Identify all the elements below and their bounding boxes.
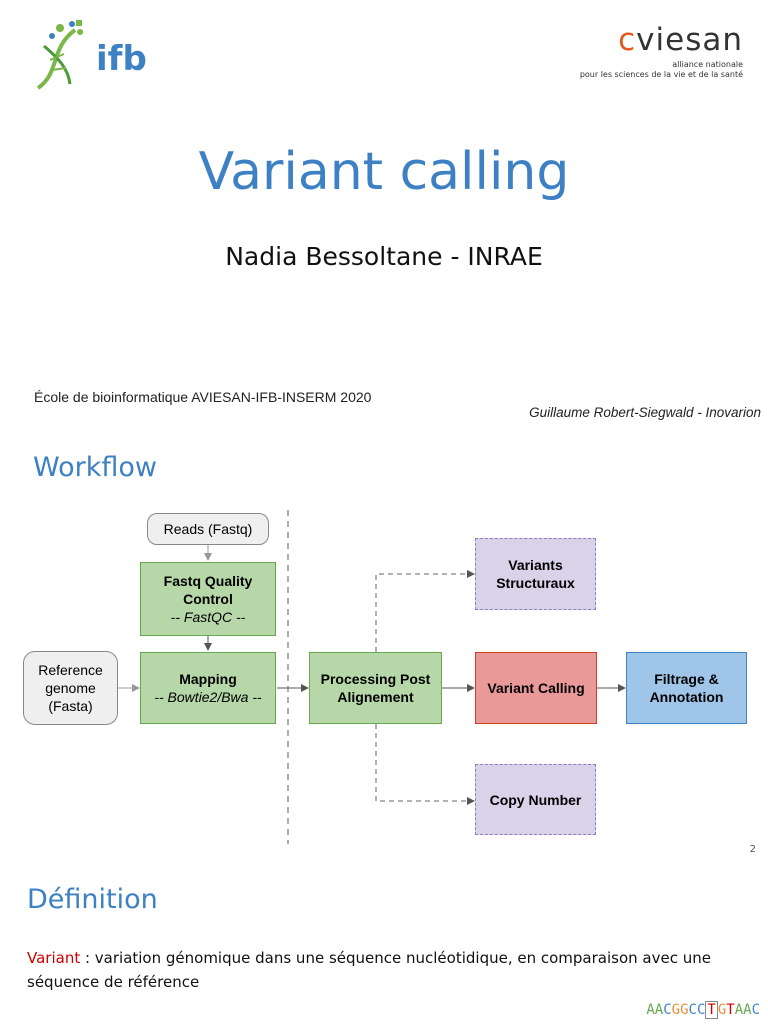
workflow-title: Workflow — [33, 452, 157, 483]
node-reference-label: Reference genome (Fasta) — [38, 662, 103, 714]
node-reads-label: Reads (Fastq) — [163, 521, 253, 537]
school-name: École de bioinformatique AVIESAN-IFB-INS… — [34, 389, 372, 405]
node-mapping: Mapping -- Bowtie2/Bwa -- — [140, 652, 276, 724]
node-fastqc-title: Fastq Quality Control — [163, 573, 253, 607]
nucleotide: T — [726, 1002, 735, 1018]
page-number: 2 — [749, 844, 756, 855]
node-mapping-tool: -- Bowtie2/Bwa -- — [154, 689, 262, 705]
nucleotide: C — [696, 1002, 706, 1018]
nucleotide: A — [654, 1002, 664, 1018]
nucleotide: A — [743, 1002, 752, 1018]
nucleotide: C — [663, 1002, 672, 1018]
aviesan-tagline-1: alliance nationale — [672, 60, 743, 69]
node-variants-structuraux-label: Variants Structuraux — [496, 557, 575, 591]
definition-keyword: Variant — [27, 949, 81, 967]
node-fastqc-tool: -- FastQC -- — [170, 609, 246, 625]
definition-title: Définition — [27, 884, 158, 915]
nucleotide: G — [717, 1002, 727, 1018]
node-fastqc: Fastq Quality Control -- FastQC -- — [140, 562, 276, 636]
nucleotide: G — [671, 1002, 681, 1018]
node-copy-number-label: Copy Number — [489, 791, 582, 808]
slide-title: Variant calling — [198, 142, 570, 202]
title-slide: ifb cviesan alliance nationale pour les … — [0, 0, 768, 430]
node-reference: Reference genome (Fasta) — [23, 651, 118, 725]
nucleotide: T — [705, 1001, 718, 1019]
nucleotide: C — [751, 1002, 760, 1018]
node-filtrage: Filtrage & Annotation — [626, 652, 747, 724]
node-processing-label: Processing Post Alignement — [320, 671, 431, 705]
node-mapping-title: Mapping — [179, 671, 237, 687]
node-copy-number: Copy Number — [475, 764, 596, 835]
node-filtrage-label: Filtrage & Annotation — [649, 671, 724, 705]
nucleotide: A — [734, 1002, 744, 1018]
nucleotide: G — [680, 1002, 689, 1018]
node-variant-calling-label: Variant Calling — [487, 680, 585, 696]
aviesan-brand: cviesan — [618, 22, 743, 58]
definition-body: : variation génomique dans une séquence … — [27, 949, 711, 991]
ifb-logo-text: ifb — [96, 39, 147, 79]
definition-slide: Définition Variant : variation génomique… — [0, 866, 768, 1024]
node-processing: Processing Post Alignement — [309, 652, 442, 724]
aviesan-logo: cviesan alliance nationale pour les scie… — [580, 24, 743, 80]
workflow-slide: Workflow Reads (Fastq) Fastq — [0, 432, 768, 864]
node-variants-structuraux: Variants Structuraux — [475, 538, 596, 610]
workflow-connectors — [118, 510, 626, 844]
nucleotide: C — [688, 1002, 697, 1018]
credit: Guillaume Robert-Siegwald - Inovarion — [529, 405, 761, 420]
definition-text: Variant : variation génomique dans une s… — [27, 946, 727, 994]
aviesan-tagline-2: pour les sciences de la vie et de la san… — [579, 70, 743, 79]
nucleotide: A — [646, 1002, 655, 1018]
ifb-logo: ifb — [30, 18, 170, 90]
node-reads: Reads (Fastq) — [147, 513, 269, 545]
node-variant-calling: Variant Calling — [475, 652, 597, 724]
author: Nadia Bessoltane - INRAE — [225, 242, 543, 271]
